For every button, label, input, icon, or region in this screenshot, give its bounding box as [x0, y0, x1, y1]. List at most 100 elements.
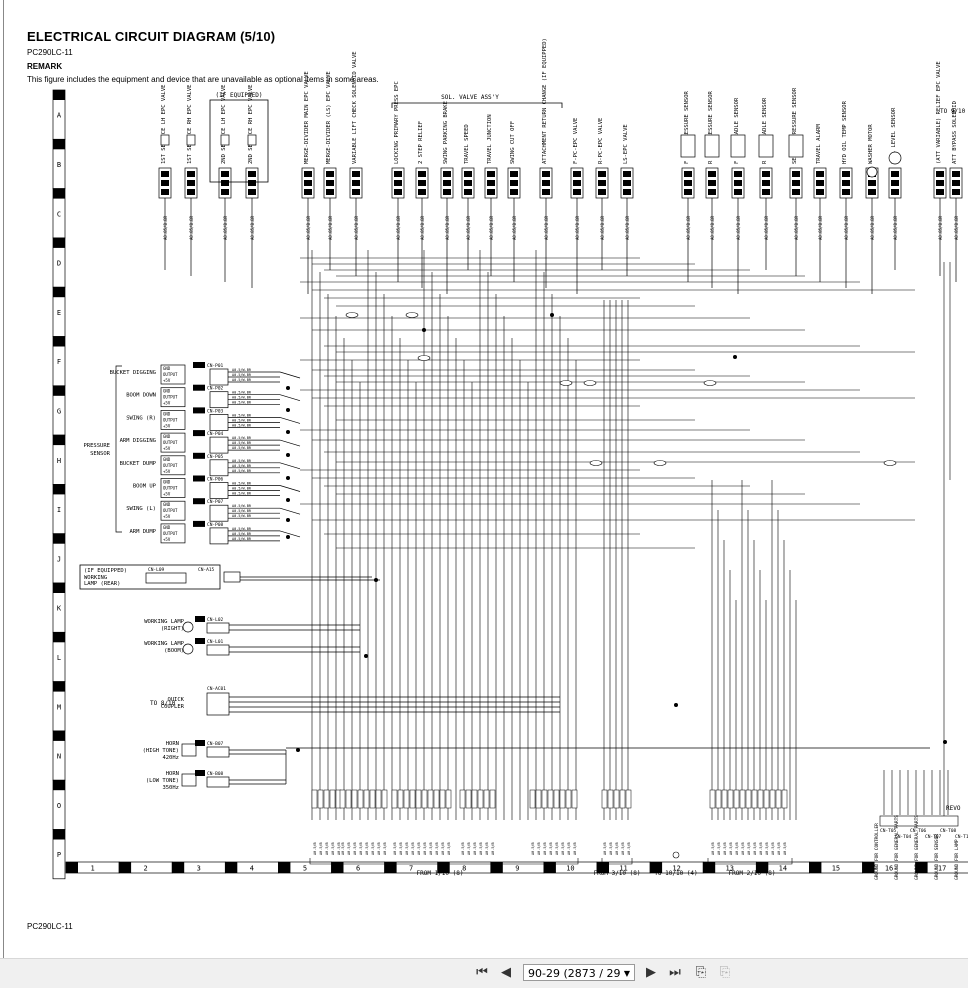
- column-cell-marker: [66, 862, 78, 873]
- component-label: ATT BYPASS SOLENOID: [952, 101, 958, 164]
- harness-terminal: [715, 789, 722, 809]
- row-cell-marker: [53, 780, 65, 791]
- wire-label: A0.5/W.BR: [232, 532, 252, 536]
- component-label: ATTACHMENT RETURN CHANGE (IF EQUIPPED): [542, 38, 548, 164]
- column-label: 11: [619, 865, 627, 873]
- sensor-body: [160, 364, 186, 385]
- component-label: SERVICE PRESSURE SENSOR: [792, 87, 798, 164]
- component-label: FUEL LEVEL SENSOR: [891, 107, 897, 164]
- wire-label: A0.5/W.BR: [232, 373, 252, 377]
- solenoid-symbol: [220, 134, 230, 146]
- document-page: ELECTRICAL CIRCUIT DIAGRAM (5/10) PC290L…: [3, 0, 968, 958]
- connector-pin: [464, 171, 472, 177]
- row-label: N: [57, 753, 61, 761]
- row-cell-marker: [53, 632, 65, 643]
- connector-pin: [868, 180, 876, 186]
- row-label: K: [57, 605, 62, 613]
- harness-terminal: [439, 789, 446, 809]
- pdf-viewer-toolbar: ⏮ ◀ 90-29 (2873 / 29 ▼ ▶ ⏭ ⎘ ⎘: [0, 958, 968, 988]
- wire-label: A0.85/B.BR: [764, 215, 769, 240]
- row-label: H: [57, 457, 61, 465]
- pressure-sensor-label: BOOM UP: [133, 484, 157, 490]
- row-label: F: [57, 358, 61, 366]
- next-view-icon[interactable]: ⎘: [719, 965, 731, 980]
- connector-label: CN-P01: [207, 363, 224, 369]
- wire-label: A0.5/B: [393, 842, 397, 855]
- wire-label: A0.5/B: [467, 842, 471, 855]
- connector-pin: [708, 180, 716, 186]
- wire-label: A0.5/B: [441, 842, 445, 855]
- wire-label: A0.85/B.BR: [818, 215, 823, 240]
- wire-crossing: [589, 460, 603, 466]
- wire-label: A0.5/W.BR: [232, 504, 252, 508]
- horn-label: 420Hz: [162, 755, 179, 761]
- column-label: 9: [515, 865, 519, 873]
- first-page-icon[interactable]: ⏮: [476, 965, 488, 980]
- wire-label: A0.85/B.BR: [163, 215, 168, 240]
- harness-terminal: [323, 789, 330, 809]
- connector-pin: [816, 189, 824, 195]
- connector-pin: [443, 180, 451, 186]
- connector-pin: [161, 171, 169, 177]
- sensor-body: [160, 478, 186, 498]
- wire-label: A0.5/B: [621, 842, 625, 855]
- previous-page-icon[interactable]: ◀: [501, 965, 511, 980]
- wire-label: A0.5/W.BR: [232, 514, 252, 518]
- ground-label: GROUND FOR LAMP: [954, 839, 960, 880]
- lamp-icon: [182, 621, 194, 633]
- harness-terminal: [421, 789, 428, 809]
- wire-label: A0.5/B: [313, 842, 317, 855]
- connector-label: CN-P02: [207, 386, 224, 392]
- chevron-down-icon[interactable]: ▼: [623, 969, 630, 978]
- from-label: FROM 3/10 (8): [594, 870, 641, 877]
- component-label: TRAVEL SPEED: [464, 124, 470, 164]
- sensor-body: [160, 410, 186, 430]
- component-label: TRAVEL ALARM: [816, 124, 822, 164]
- harness-terminal: [409, 789, 416, 809]
- solenoid-symbol: [160, 134, 170, 146]
- component-label: R PUMP CRADLE SENSOR: [762, 97, 768, 164]
- sensor-pin-label: GND: [163, 411, 171, 416]
- connector-block: [206, 644, 230, 656]
- solenoid-symbol: [247, 134, 257, 146]
- connector-pin: [352, 189, 360, 195]
- connector-pin: [221, 189, 229, 195]
- wire-label: A0.85/B.BR: [575, 215, 580, 240]
- connector-pin: [762, 180, 770, 186]
- pressure-sensor-label: ARM DUMP: [130, 529, 157, 535]
- connector-label: CN-P04: [207, 431, 224, 437]
- connector-block: [209, 482, 229, 499]
- connector-pin: [304, 180, 312, 186]
- wire-label: A0.5/B: [479, 842, 483, 855]
- wire-label: A0.85/B.BR: [445, 215, 450, 240]
- connector-pin: [762, 189, 770, 195]
- pressure-sensor-label: BOOM DOWN: [126, 393, 156, 399]
- wire: [279, 371, 301, 379]
- lamp-label: WORKING: [84, 575, 107, 581]
- row-label: D: [57, 260, 61, 268]
- connector-pin: [221, 180, 229, 186]
- page-title: ELECTRICAL CIRCUIT DIAGRAM (5/10): [27, 29, 276, 44]
- connector-pin: [734, 171, 742, 177]
- connector-label: CN-T05: [880, 828, 897, 834]
- wire-label: A0.85/B.BR: [954, 215, 959, 240]
- wire: [279, 417, 301, 424]
- harness-terminal: [619, 789, 626, 809]
- connector-label: CN-P03: [207, 408, 224, 414]
- connector-tag: [195, 740, 205, 746]
- harness-terminal: [607, 789, 614, 809]
- previous-view-icon[interactable]: ⎘: [695, 965, 707, 980]
- harness-terminal: [709, 789, 716, 809]
- sensor-body: [160, 432, 186, 453]
- harness-terminal: [535, 789, 542, 809]
- lamp-label: LAMP (REAR): [84, 581, 120, 587]
- wire-crossing: [559, 380, 573, 386]
- next-page-icon[interactable]: ▶: [646, 965, 656, 980]
- connector-pin: [891, 189, 899, 195]
- page-number-field[interactable]: 90-29 (2873 / 29 ▼: [523, 964, 635, 981]
- last-page-icon[interactable]: ⏭: [669, 965, 681, 980]
- wire-label: A0.5/B: [383, 842, 387, 855]
- column-label: 3: [197, 865, 201, 873]
- connector-pin: [487, 180, 495, 186]
- row-cell-marker: [53, 237, 65, 248]
